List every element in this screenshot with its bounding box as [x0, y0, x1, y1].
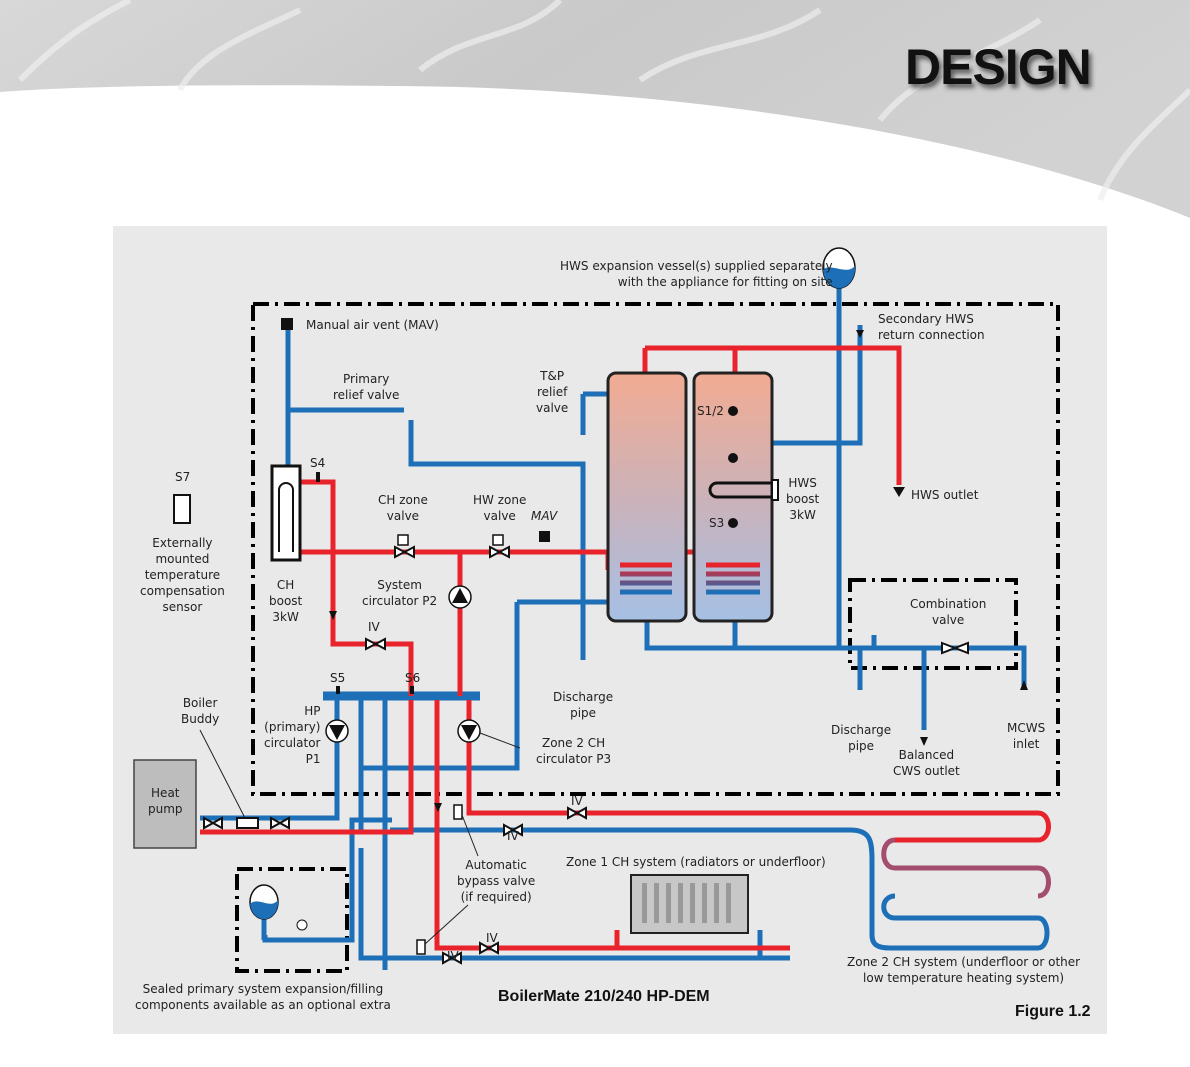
appliance-boundary [251, 302, 1060, 796]
label-hws-outlet: HWS outlet [911, 488, 979, 502]
radiator [630, 874, 749, 934]
product-name: BoilerMate 210/240 HP-DEM [498, 988, 710, 1005]
label-zone2-circulator: Zone 2 CH circulator P3 [536, 736, 612, 766]
sealed-kit-boundary [235, 867, 349, 973]
label-combination-valve: Combination valve [910, 597, 987, 627]
label-system-circulator: System circulator P2 [362, 578, 438, 608]
figure-panel [113, 226, 1107, 1034]
label-external-sensor: Externally mounted temperature compensat… [140, 536, 225, 614]
header-banner [0, 0, 1190, 218]
boiler-buddy [236, 817, 259, 829]
page-title: DESIGN [905, 39, 1092, 95]
label-ch-zone-valve: CH zone valve [378, 493, 428, 523]
label-zone2-system: Zone 2 CH system (underfloor or other lo… [847, 955, 1081, 985]
label-balanced-cws-outlet: Balanced CWS outlet [893, 748, 960, 778]
label-automatic-bypass: Automatic bypass valve (if required) [457, 858, 536, 904]
hws-boost-element [708, 481, 776, 499]
heat-exchanger-coils [620, 562, 760, 595]
figure-label: Figure 1.2 [1015, 1003, 1091, 1020]
label-hp-circulator: HP (primary) circulator P1 [264, 704, 321, 766]
label-primary-relief-valve: Primary relief valve [333, 372, 400, 402]
label-iv: IV [447, 949, 459, 963]
heat-pump [133, 759, 197, 849]
label-iv: IV [571, 794, 583, 808]
label-hw-zone-valve: HW zone valve [473, 493, 527, 523]
label-s1-2: S1/2 [697, 404, 724, 418]
label-iv: IV [368, 620, 380, 634]
combination-valve-boundary [848, 578, 1018, 670]
label-ch-boost: CH boost 3kW [269, 578, 303, 624]
hws-expansion-vessel [822, 247, 856, 289]
label-s4: S4 [310, 456, 326, 470]
label-iv: IV [486, 931, 498, 945]
label-mav: MAV [531, 509, 558, 523]
label-tp-relief-valve: T&P relief valve [536, 369, 569, 415]
label-s3: S3 [709, 516, 725, 530]
isolation-valves [203, 545, 969, 965]
label-sealed-primary: Sealed primary system expansion/filling … [135, 982, 391, 1012]
label-discharge-pipe: Discharge pipe [553, 690, 614, 720]
label-boiler-buddy: Boiler Buddy [181, 696, 220, 726]
label-mcws-inlet: MCWS inlet [1007, 721, 1046, 751]
label-secondary-hws-return: Secondary HWS return connection [878, 312, 985, 342]
label-heat-pump: Heat pump [148, 786, 183, 816]
label-s6: S6 [405, 671, 421, 685]
sealed-expansion-vessel [249, 884, 279, 920]
cylinder-primary [606, 371, 688, 623]
label-hws-expansion: HWS expansion vessel(s) supplied separat… [560, 259, 833, 289]
label-s5: S5 [330, 671, 346, 685]
label-zone1-system: Zone 1 CH system (radiators or underfloo… [566, 855, 826, 869]
ch-boost-heater [270, 464, 302, 562]
label-hws-boost: HWS boost 3kW [786, 476, 820, 522]
pumps [325, 585, 481, 743]
label-iv: IV [507, 829, 519, 843]
label-s7: S7 [175, 470, 191, 484]
label-manual-air-vent: Manual air vent (MAV) [306, 318, 439, 332]
external-sensor [173, 494, 191, 524]
label-discharge-pipe: Discharge pipe [831, 723, 892, 753]
